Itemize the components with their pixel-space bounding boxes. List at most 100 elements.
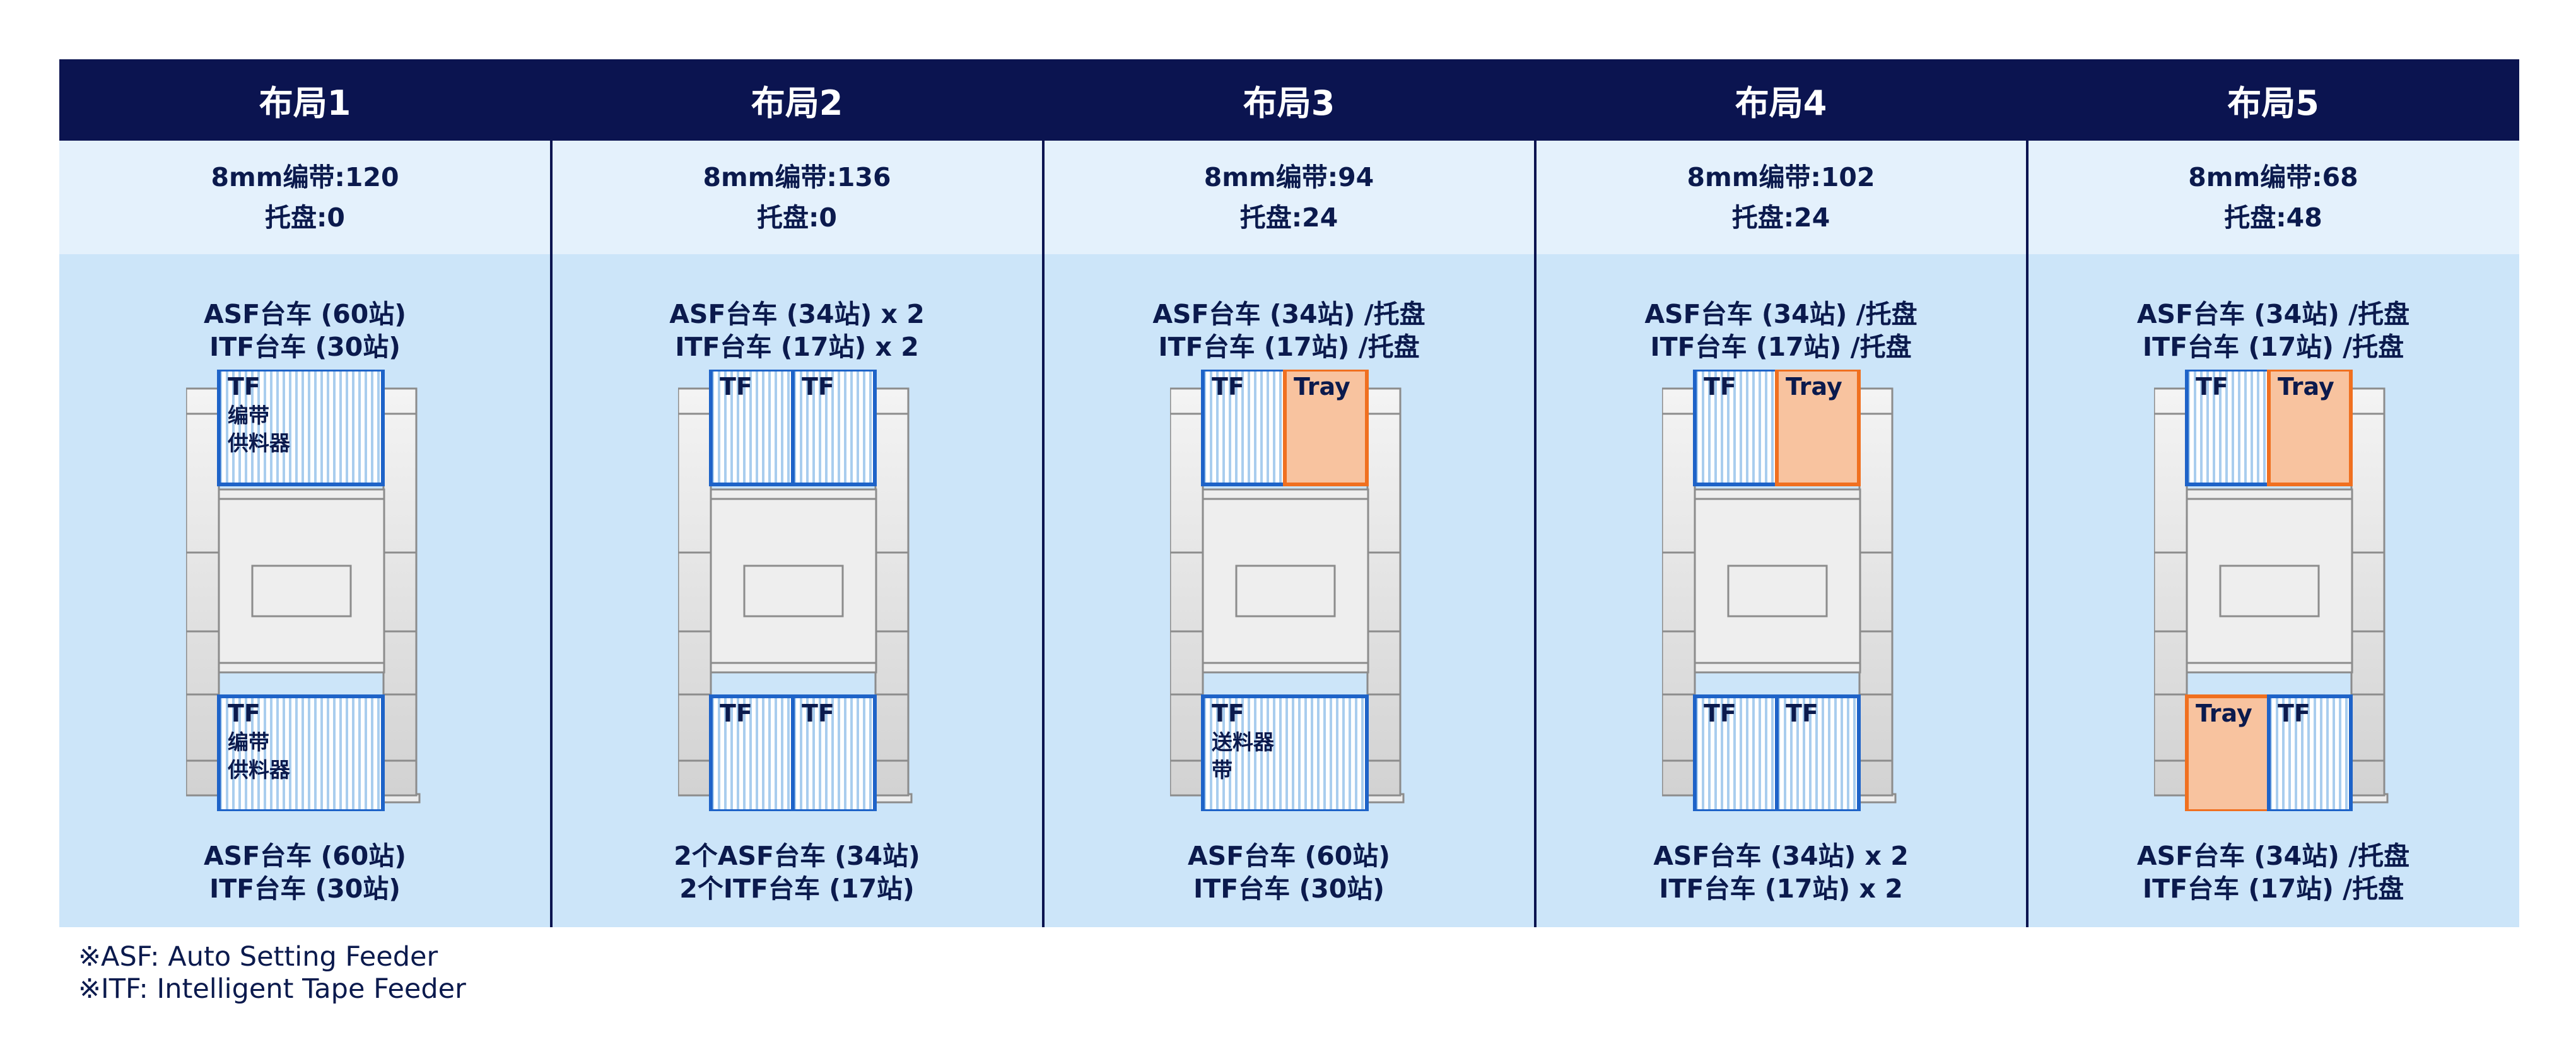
bottom-asf-cart: 2个ASF台车 (34站) <box>674 841 920 871</box>
top-itf-cart: ITF台车 (17站) /托盘 <box>1650 332 1912 362</box>
slot-label: TF <box>1786 700 1818 727</box>
bottom-cart-description: 2个ASF台车 (34站) 2个ITF台车 (17站) <box>551 840 1043 905</box>
top-asf-cart: ASF台车 (34站) /托盘 <box>1152 299 1426 329</box>
column-divider <box>1534 59 1537 927</box>
tray-slot: Tray <box>2267 370 2353 486</box>
feeder-box <box>791 370 877 486</box>
tray-box <box>1775 370 1861 486</box>
top-asf-cart: ASF台车 (60站) <box>203 299 407 329</box>
tape-feeder-slot: TF <box>1693 694 1779 811</box>
feeder-box <box>2185 370 2271 486</box>
feeder-counts: 8mm编带:94 托盘:24 <box>1043 141 1535 254</box>
feeder-box <box>1201 370 1287 486</box>
feeder-box <box>2267 694 2353 811</box>
slot-label: TF <box>720 373 752 401</box>
slot-label: TF <box>1212 700 1244 727</box>
top-itf-cart: ITF台车 (17站) /托盘 <box>2142 332 2404 362</box>
slot-label: TF <box>2196 373 2228 401</box>
bottom-cart-description: ASF台车 (34站) x 2 ITF台车 (17站) x 2 <box>1535 840 2027 905</box>
tray-count: 托盘:24 <box>1731 202 1830 233</box>
right-rail <box>874 387 910 797</box>
top-cart-description: ASF台车 (34站) /托盘 ITF台车 (17站) /托盘 <box>1043 298 1535 363</box>
tape-feeder-slot: TF <box>709 694 795 811</box>
feeder-box <box>1693 370 1779 486</box>
bottom-cart-description: ASF台车 (34站) /托盘 ITF台车 (17站) /托盘 <box>2027 840 2519 905</box>
tray-count: 托盘:0 <box>757 202 837 233</box>
bottom-cart-description: ASF台车 (60站) ITF台车 (30站) <box>59 840 551 905</box>
slot-label: Tray <box>1786 373 1842 401</box>
feeder-box <box>1775 694 1861 811</box>
top-itf-cart: ITF台车 (17站) /托盘 <box>1158 332 1420 362</box>
layout-header: 布局3 <box>1043 59 1535 141</box>
bottom-asf-cart: ASF台车 (60站) <box>203 841 407 871</box>
column-divider <box>550 59 553 927</box>
tape-feeder-slot: TF <box>1201 370 1287 486</box>
tape-feeder-slot: TF <box>2185 370 2271 486</box>
bottom-cart-description: ASF台车 (60站) ITF台车 (30站) <box>1043 840 1535 905</box>
tray-count: 托盘:0 <box>265 202 345 233</box>
feeder-counts: 8mm编带:136 托盘:0 <box>551 141 1043 254</box>
layout-column-5: 布局5 8mm编带:68 托盘:48 ASF台车 (34站) /托盘 ITF台车… <box>2027 59 2519 927</box>
tape-feeder-slot: TF <box>791 694 877 811</box>
right-rail <box>1858 387 1894 797</box>
layout-column-2: 布局2 8mm编带:136 托盘:0 ASF台车 (34站) x 2 ITF台车… <box>551 59 1043 927</box>
layout-column-1: 布局1 8mm编带:120 托盘:0 ASF台车 (60站) ITF台车 (30… <box>59 59 551 927</box>
slot-label: TF <box>720 700 752 727</box>
feeder-box <box>1693 694 1779 811</box>
tape-feeder-slot: TF <box>791 370 877 486</box>
tray-slot: Tray <box>1775 370 1861 486</box>
top-cart-description: ASF台车 (34站) /托盘 ITF台车 (17站) /托盘 <box>1535 298 2027 363</box>
top-cart-description: ASF台车 (34站) /托盘 ITF台车 (17站) /托盘 <box>2027 298 2519 363</box>
left-rail <box>2154 387 2188 797</box>
left-rail <box>186 387 220 797</box>
feeder-box <box>1201 694 1369 811</box>
bottom-itf-cart: ITF台车 (30站) <box>209 874 401 904</box>
right-rail <box>2350 387 2386 797</box>
slot-label: 供料器 <box>228 758 291 782</box>
top-itf-cart: ITF台车 (30站) <box>209 332 401 362</box>
slot-label: 供料器 <box>228 431 291 455</box>
tape-count: 8mm编带:120 <box>211 162 399 192</box>
layout-header: 布局1 <box>59 59 551 141</box>
top-asf-cart: ASF台车 (34站) /托盘 <box>2136 299 2410 329</box>
right-rail <box>1366 387 1402 797</box>
tray-count: 托盘:24 <box>1239 202 1338 233</box>
top-itf-cart: ITF台车 (17站) x 2 <box>675 332 919 362</box>
top-asf-cart: ASF台车 (34站) /托盘 <box>1644 299 1917 329</box>
layout-column-4: 布局4 8mm编带:102 托盘:24 ASF台车 (34站) /托盘 ITF台… <box>1535 59 2027 927</box>
bottom-asf-cart: ASF台车 (34站) x 2 <box>1653 841 1909 871</box>
left-rail <box>1170 387 1204 797</box>
slot-label: TF <box>228 373 261 401</box>
slot-label: TF <box>802 373 834 401</box>
left-rail <box>678 387 712 797</box>
footnote-itf: ※ITF: Intelligent Tape Feeder <box>78 973 466 1005</box>
machine-window <box>1235 565 1336 618</box>
tape-count: 8mm编带:68 <box>2188 162 2358 192</box>
layout-column-3: 布局3 8mm编带:94 托盘:24 ASF台车 (34站) /托盘 ITF台车… <box>1043 59 1535 927</box>
layout-header: 布局5 <box>2027 59 2519 141</box>
feeder-box <box>217 694 385 811</box>
top-cart-description: ASF台车 (34站) x 2 ITF台车 (17站) x 2 <box>551 298 1043 363</box>
slot-label: 带 <box>1212 758 1232 782</box>
bottom-itf-cart: ITF台车 (17站) /托盘 <box>2142 874 2404 904</box>
slot-label: TF <box>1704 373 1736 401</box>
tape-count: 8mm编带:94 <box>1203 162 1374 192</box>
slot-label: TF <box>802 700 834 727</box>
bottom-itf-cart: ITF台车 (17站) x 2 <box>1659 874 1903 904</box>
slot-label: TF <box>2278 700 2310 727</box>
slot-label: Tray <box>1294 373 1350 401</box>
bottom-itf-cart: 2个ITF台车 (17站) <box>679 874 915 904</box>
slot-label: 送料器 <box>1212 730 1275 754</box>
bottom-asf-cart: ASF台车 (60站) <box>1187 841 1391 871</box>
layout-comparison-table: 布局1 8mm编带:120 托盘:0 ASF台车 (60站) ITF台车 (30… <box>59 59 2519 927</box>
machine-window <box>1727 565 1828 618</box>
